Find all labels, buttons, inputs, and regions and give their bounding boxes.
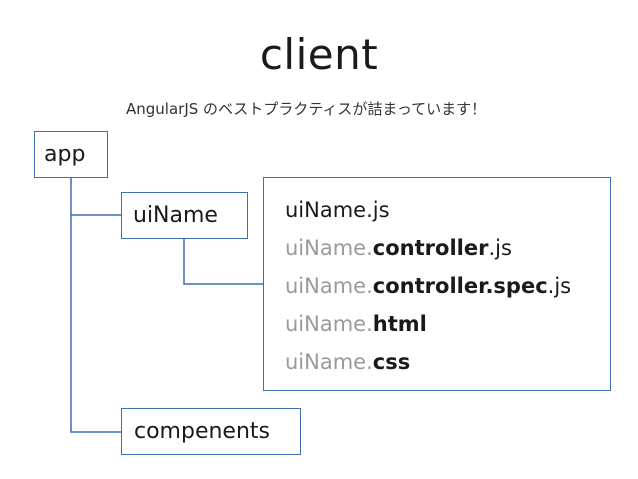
connector-app-trunk — [70, 178, 121, 433]
slide-title: client — [259, 30, 379, 79]
slide-subtitle: AngularJS のベストプラクティスが詰まっています！ — [126, 100, 487, 118]
file-part: css — [372, 350, 411, 374]
file-item: uiName.html — [285, 312, 427, 336]
uiname-folder-label: uiName — [133, 203, 218, 228]
file-dot: . — [366, 350, 373, 374]
file-dot: . — [366, 312, 373, 336]
file-ext: js — [495, 236, 512, 260]
file-dot: . — [366, 236, 373, 260]
compenents-folder-label: compenents — [134, 419, 270, 444]
file-item: uiName.controller.js — [285, 236, 512, 260]
file-item: uiName.js — [285, 198, 390, 222]
file-base: uiName — [285, 198, 367, 222]
file-base: uiName — [285, 274, 367, 298]
file-dot: . — [366, 198, 373, 222]
file-part: controller — [372, 236, 489, 260]
compenents-folder-box: compenents — [121, 408, 301, 455]
app-folder-label: app — [44, 142, 86, 167]
file-dot: . — [488, 236, 496, 260]
app-folder-box: app — [34, 131, 108, 178]
file-dot: . — [366, 274, 373, 298]
file-base: uiName — [285, 350, 367, 374]
file-part: controller.spec — [372, 274, 548, 298]
files-box: uiName.js uiName.controller.js uiName.co… — [263, 177, 611, 391]
file-ext: js — [554, 274, 572, 298]
file-item: uiName.controller.spec.js — [285, 274, 571, 298]
file-base: uiName — [285, 236, 367, 260]
file-dot: . — [547, 274, 555, 298]
connector-uiname-files — [183, 239, 263, 285]
file-part: html — [372, 312, 427, 336]
file-base: uiName — [285, 312, 367, 336]
uiname-folder-box: uiName — [121, 192, 248, 239]
file-item: uiName.css — [285, 350, 410, 374]
file-ext: js — [372, 198, 390, 222]
